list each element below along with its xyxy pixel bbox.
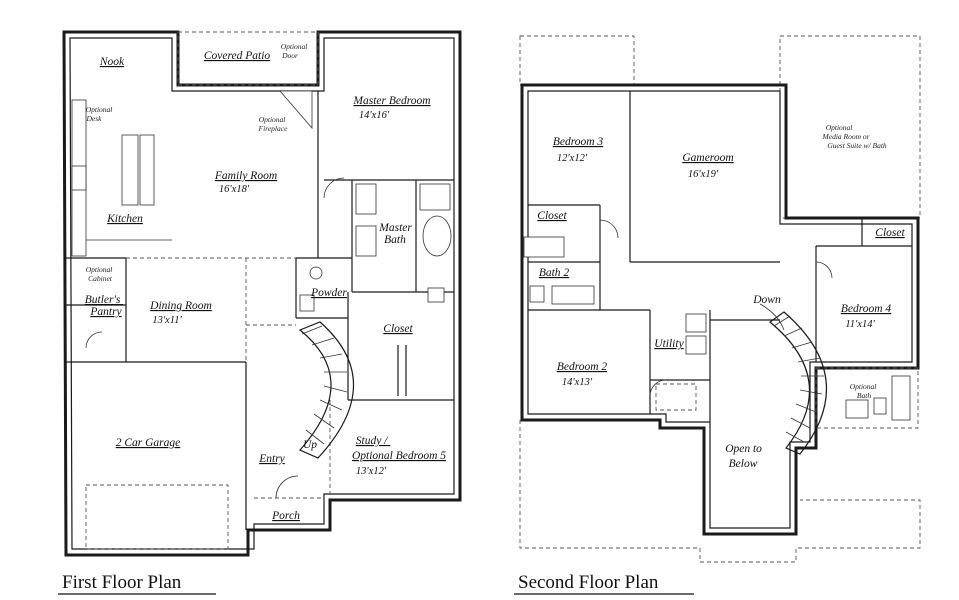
bath2-tub bbox=[523, 236, 565, 258]
optional-bath-tub bbox=[891, 375, 911, 421]
room-label-closet: Closet bbox=[383, 323, 413, 335]
garage-door-outline bbox=[85, 484, 229, 550]
powder-sink bbox=[309, 266, 323, 280]
label-open-to-below: Open to Below bbox=[725, 443, 765, 470]
bath2-vanity bbox=[551, 285, 595, 305]
room-label-study: Study / Optional Bedroom 5 bbox=[352, 435, 446, 462]
door-swing bbox=[275, 475, 299, 499]
utility-washer bbox=[685, 313, 707, 333]
room-dim-gameroom: 16'x19' bbox=[688, 169, 719, 180]
room-dim-study: 13'x12' bbox=[356, 466, 387, 477]
vanity bbox=[355, 183, 377, 215]
door-swing bbox=[815, 261, 833, 279]
room-label-closet-bedroom-3: Closet bbox=[537, 210, 567, 222]
room-label-garage: 2 Car Garage bbox=[116, 437, 181, 449]
bathtub bbox=[422, 215, 452, 257]
first-floor-plan: Nook Covered Patio Optional Door Optiona… bbox=[58, 30, 462, 595]
second-floor-roof-outline bbox=[519, 35, 635, 86]
stair-arrow bbox=[759, 303, 785, 331]
room-label-nook: Nook bbox=[99, 56, 125, 68]
door-swing bbox=[85, 331, 103, 349]
room-label-utility: Utility bbox=[654, 338, 684, 350]
kitchen-island bbox=[121, 134, 139, 206]
room-label-gameroom: Gameroom bbox=[682, 152, 733, 164]
room-dim-master-bedroom: 14'x16' bbox=[359, 110, 390, 121]
second-floor-lower-outline bbox=[519, 420, 921, 563]
fireplace bbox=[279, 90, 313, 130]
room-label-butlers-pantry: Butler's Pantry bbox=[85, 294, 124, 318]
powder-toilet bbox=[299, 294, 315, 312]
utility-dryer bbox=[685, 335, 707, 355]
note-optional-media-room: Optional Media Room or Guest Suite w/ Ba… bbox=[822, 123, 887, 150]
title-first-floor: First Floor Plan bbox=[62, 572, 182, 593]
second-floor-plan: Bedroom 3 12'x12' Gameroom 16'x19' Optio… bbox=[514, 35, 921, 595]
kitchen-counter bbox=[139, 134, 155, 206]
room-label-closet-bedroom-4: Closet bbox=[875, 227, 905, 239]
second-floor-staircase bbox=[769, 311, 828, 455]
room-label-bath-2: Bath 2 bbox=[539, 267, 570, 279]
stair-treads bbox=[773, 315, 824, 443]
room-label-covered-patio: Covered Patio bbox=[204, 50, 271, 62]
room-dim-bedroom-4: 11'x14' bbox=[845, 319, 875, 330]
note-optional-cabinet: Optional Cabinet bbox=[86, 265, 115, 283]
first-floor-staircase bbox=[298, 321, 355, 459]
covered-patio-outline bbox=[177, 31, 319, 86]
room-dim-bedroom-3: 12'x12' bbox=[557, 153, 588, 164]
room-label-entry: Entry bbox=[258, 453, 285, 465]
first-floor-exterior-inner bbox=[69, 37, 455, 550]
shower bbox=[419, 183, 451, 211]
stair-label-down: Down bbox=[752, 294, 781, 306]
note-optional-bath: Optional Bath bbox=[850, 382, 879, 400]
room-label-kitchen: Kitchen bbox=[106, 213, 143, 225]
room-dim-family-room: 16'x18' bbox=[219, 184, 250, 195]
second-floor-roof-outline bbox=[779, 35, 921, 219]
room-label-bedroom-3: Bedroom 3 bbox=[553, 136, 604, 148]
room-label-powder: Powder bbox=[310, 287, 347, 299]
vanity bbox=[355, 225, 377, 257]
note-optional-fireplace: Optional Fireplace bbox=[258, 115, 289, 133]
toilet bbox=[427, 287, 445, 303]
room-label-family-room: Family Room bbox=[214, 170, 277, 182]
bath2-toilet bbox=[529, 285, 545, 303]
room-dim-dining-room: 13'x11' bbox=[152, 315, 182, 326]
note-optional-desk: Optional Desk bbox=[86, 105, 115, 123]
room-label-bedroom-2: Bedroom 2 bbox=[557, 361, 608, 373]
room-label-master-bedroom: Master Bedroom bbox=[352, 95, 430, 107]
door-swing bbox=[323, 177, 345, 199]
room-dim-bedroom-2: 14'x13' bbox=[562, 377, 593, 388]
note-optional-door: Optional Door bbox=[281, 42, 310, 60]
room-label-dining-room: Dining Room bbox=[149, 300, 212, 312]
room-label-bedroom-4: Bedroom 4 bbox=[841, 303, 892, 315]
first-floor-exterior-wall bbox=[62, 30, 462, 557]
stair-treads bbox=[301, 325, 348, 445]
optional-bath-vanity bbox=[845, 399, 869, 419]
optional-bath-toilet bbox=[873, 397, 887, 415]
door-swing bbox=[599, 219, 619, 239]
door-swing bbox=[649, 379, 667, 397]
room-label-master-bath: Master Bath bbox=[378, 222, 414, 246]
stair-label-up: Up bbox=[303, 439, 317, 451]
optional-bath-outline bbox=[815, 367, 919, 429]
utility-closet-dashed bbox=[655, 383, 697, 411]
title-second-floor: Second Floor Plan bbox=[518, 572, 659, 593]
kitchen-range bbox=[71, 165, 87, 191]
second-floor-exterior-wall bbox=[520, 83, 920, 536]
room-label-porch: Porch bbox=[271, 510, 300, 522]
